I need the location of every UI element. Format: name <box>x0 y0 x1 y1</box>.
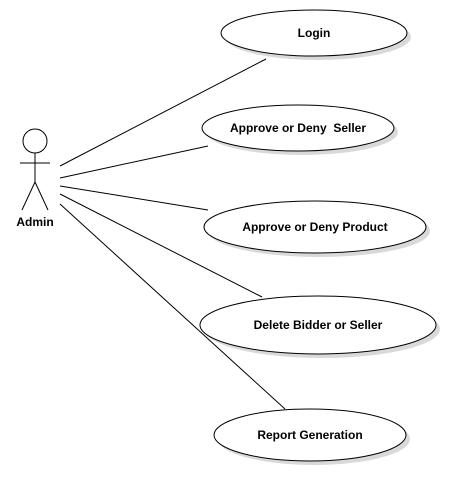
use-case-label: Login <box>298 26 331 40</box>
actor-head <box>22 128 48 154</box>
association-report <box>59 203 286 410</box>
use-case-label: Approve or Deny Seller <box>230 121 366 135</box>
use-case-approve-product[interactable]: Approve or Deny Product <box>203 200 430 257</box>
use-case-label: Approve or Deny Product <box>242 220 387 234</box>
actor-label: Admin <box>16 215 53 229</box>
use-case-ellipse <box>203 200 427 254</box>
use-case-ellipse <box>220 9 408 57</box>
use-case-report-generation[interactable]: Report Generation <box>213 408 410 465</box>
use-case-login[interactable]: Login <box>220 9 411 60</box>
association-delete-bidder <box>59 193 263 298</box>
use-case-label: Delete Bidder or Seller <box>254 318 383 332</box>
actor-right-leg <box>34 181 49 211</box>
association-approve-product <box>59 185 209 211</box>
use-case-ellipse <box>213 408 407 462</box>
use-case-label: Report Generation <box>257 428 362 442</box>
association-login <box>59 58 267 167</box>
use-case-ellipse <box>201 104 395 152</box>
associations <box>59 58 286 410</box>
use-case-approve-seller[interactable]: Approve or Deny Seller <box>201 104 398 155</box>
use-case-delete-bidder[interactable]: Delete Bidder or Seller <box>199 295 440 358</box>
actor-left-leg <box>21 181 36 211</box>
actor-admin[interactable] <box>20 128 50 211</box>
association-approve-seller <box>59 145 209 179</box>
use-case-ellipse <box>199 295 437 355</box>
